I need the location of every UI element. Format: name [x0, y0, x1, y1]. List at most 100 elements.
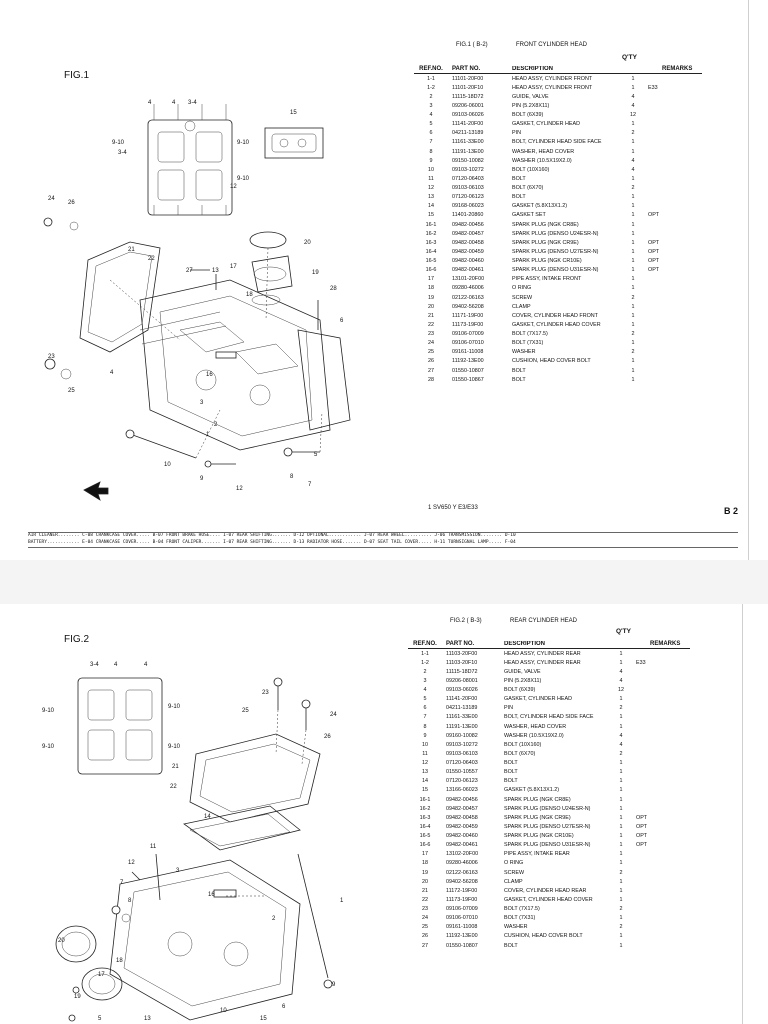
part-number-cell: 11103-20F00 [446, 650, 478, 657]
description-cell: WASHER, HEAD COVER [504, 723, 567, 730]
part-number-cell: 13101-20F00 [452, 276, 485, 283]
description-cell: CLAMP [512, 303, 531, 310]
ref-cell: 27 [428, 367, 434, 374]
qty-cell: 1 [619, 650, 623, 657]
description-cell: PIN (5.2X8X11) [504, 677, 542, 684]
description-cell: SPARK PLUG (DENSO U27ESR-N) [504, 823, 591, 830]
description-cell: BOLT (7X17.5) [512, 331, 548, 338]
part-number-cell: 11171-19F00 [452, 312, 484, 319]
qty-cell: 1 [619, 796, 623, 803]
ref-cell: 12 [422, 760, 428, 767]
remarks-cell: OPT [636, 833, 648, 840]
qty-cell: 1 [631, 121, 635, 128]
figure-label: FIG.2 [64, 634, 90, 645]
part-number-cell: 11141-20F00 [452, 121, 484, 128]
qty-cell: 1 [631, 276, 635, 283]
qty-cell: 1 [619, 887, 623, 894]
part-number-cell: 11173-19F00 [446, 896, 478, 903]
part-number-cell: 09106-07010 [446, 915, 478, 922]
model-footer: 1 SV650 Y E3/E33 [428, 505, 478, 511]
description-cell: WASHER (10.5X19X2.0) [512, 157, 572, 164]
callout-1: 1 [340, 898, 344, 904]
qty-cell: 1 [619, 851, 623, 858]
callout-2: 2 [272, 916, 276, 922]
qty-cell: 2 [619, 869, 623, 876]
part-number-cell: 11103-20F10 [446, 659, 478, 666]
qty-cell: 2 [619, 924, 623, 931]
description-cell: CUSHION, HEAD COVER BOLT [504, 933, 583, 940]
description-cell: PIPE ASSY, INTAKE REAR [504, 851, 570, 858]
remarks-cell: OPT [648, 267, 660, 274]
table-header: REF.NO. PART NO. DESCRIPTION REMARKS [414, 62, 702, 74]
callout-3-4: 3-4 [118, 150, 127, 156]
ref-cell: 19 [428, 294, 434, 301]
ref-cell: 16-6 [425, 267, 437, 274]
table-header: REF.NO. PART NO. DESCRIPTION REMARKS [408, 637, 690, 649]
qty-cell: 1 [619, 787, 623, 794]
callout-9-10: 9-10 [237, 140, 250, 146]
qty-cell: 1 [619, 696, 623, 703]
ref-cell: 13 [428, 194, 434, 201]
part-number-cell: 13102-20F00 [446, 851, 479, 858]
qty-cell: 4 [619, 677, 623, 684]
ref-cell: 16-6 [419, 842, 431, 849]
description-cell: PIN (5.2X8X11) [512, 102, 550, 109]
qty-cell: 4 [619, 741, 623, 748]
description-cell: HEAD ASSY, CYLINDER FRONT [512, 84, 593, 91]
part-number-cell: 01550-10557 [446, 769, 478, 776]
callout-15: 15 [290, 110, 297, 116]
col-desc: DESCRIPTION [504, 641, 546, 647]
qty-cell: 1 [619, 842, 623, 849]
description-cell: BOLT [512, 194, 526, 201]
part-number-cell: 02122-06163 [446, 869, 478, 876]
description-cell: SPARK PLUG (NGK CR10E) [512, 258, 582, 265]
ref-cell: 16-4 [419, 823, 431, 830]
qty-cell: 4 [619, 732, 623, 739]
figure-code: FIG.2 ( B-3) [450, 618, 482, 624]
part-number-cell: 04211-13189 [446, 705, 478, 712]
description-cell: SPARK PLUG (NGK CR9E) [504, 814, 571, 821]
callout-1: 1 [206, 432, 210, 438]
part-number-cell: 09106-07010 [452, 340, 484, 347]
callout-4: 4 [144, 662, 148, 668]
qty-cell: 4 [631, 93, 635, 100]
part-number-cell: 09160-10082 [446, 732, 478, 739]
callout-4: 4 [110, 370, 114, 376]
ref-cell: 2 [423, 668, 427, 675]
description-cell: BOLT, CYLINDER HEAD SIDE FACE [512, 139, 602, 146]
description-cell: HEAD ASSY, CYLINDER REAR [504, 659, 581, 666]
part-number-cell: 11101-20F00 [452, 75, 484, 82]
part-number-cell: 02122-06163 [452, 294, 484, 301]
part-number-cell: 09402-56208 [452, 303, 484, 310]
ref-cell: 16-4 [425, 248, 437, 255]
ref-cell: 13 [422, 769, 428, 776]
ref-cell: 2 [429, 93, 433, 100]
description-cell: WASHER [504, 924, 528, 931]
part-number-cell: 09106-07009 [446, 906, 478, 913]
remarks-cell: OPT [648, 239, 660, 246]
qty-cell: 2 [631, 185, 635, 192]
qty-cell: 4 [619, 668, 623, 675]
part-number-cell: 01550-10867 [452, 376, 484, 383]
description-cell: SCREW [512, 294, 533, 301]
qty-cell: 1 [631, 139, 635, 146]
qty-cell: 2 [619, 906, 623, 913]
qty-cell: 1 [619, 878, 623, 885]
part-number-cell: 09402-56208 [446, 878, 478, 885]
